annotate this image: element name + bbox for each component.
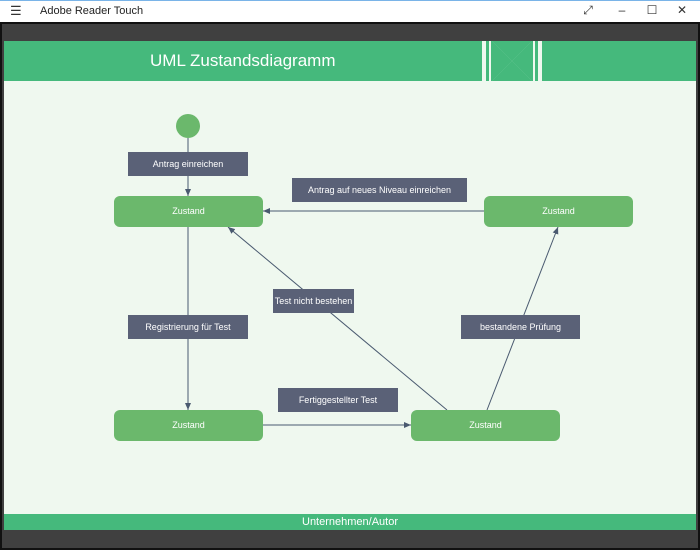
transition-label: Registrierung für Test [128, 315, 248, 339]
page-title: UML Zustandsdiagramm [150, 51, 336, 70]
state-node[interactable]: Zustand [114, 196, 263, 227]
transition-label: bestandene Prüfung [461, 315, 580, 339]
transition-label: Test nicht bestehen [273, 289, 354, 313]
app-title: Adobe Reader Touch [40, 5, 144, 17]
title-bar: ☰ Adobe Reader Touch ⤢ – ☐ ✕ [0, 0, 700, 22]
transition-label: Antrag einreichen [128, 152, 248, 176]
minimize-icon[interactable]: – [618, 3, 626, 17]
document-page: UML Zustandsdiagramm Zustand Zustand Zus… [4, 41, 696, 530]
transition-label: Fertiggestellter Test [278, 388, 398, 412]
logo-icon [482, 41, 542, 81]
close-icon[interactable]: ✕ [676, 3, 688, 17]
diagram-edges [176, 114, 559, 428]
page-footer: Unternehmen/Autor [4, 514, 696, 530]
expand-icon[interactable]: ⤢ [583, 3, 593, 17]
transition-label: Antrag auf neues Niveau einreichen [292, 178, 467, 202]
state-node[interactable]: Zustand [411, 410, 560, 441]
edge-state4-to-state1 [227, 226, 448, 411]
initial-state [176, 114, 200, 138]
page-header: UML Zustandsdiagramm [4, 41, 696, 81]
state-node[interactable]: Zustand [114, 410, 263, 441]
maximize-icon[interactable]: ☐ [646, 3, 658, 17]
state-node[interactable]: Zustand [484, 196, 633, 227]
hamburger-menu-icon[interactable]: ☰ [10, 3, 22, 18]
